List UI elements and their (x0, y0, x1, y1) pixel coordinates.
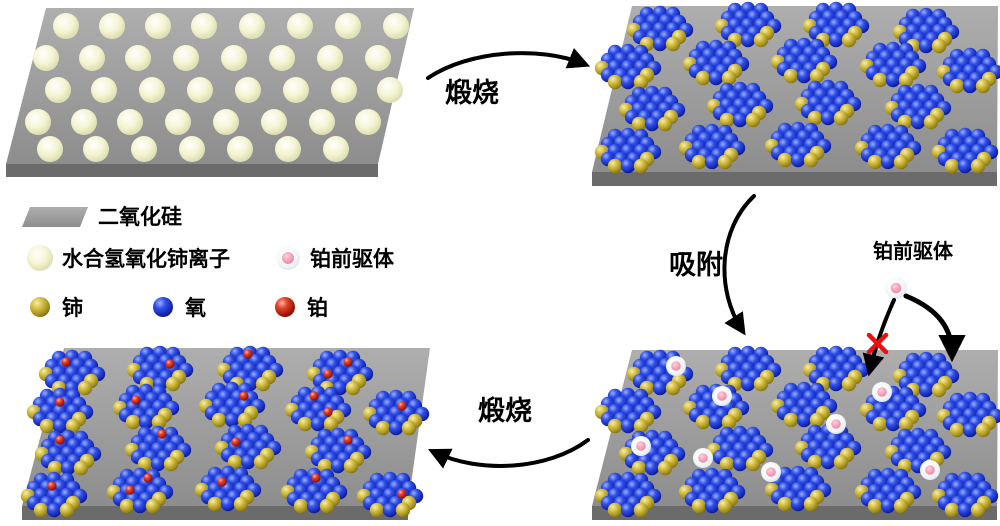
legend: 二氧化硅 水合氢氧化铈离子 铂前驱体 铈 氧 铂 (22, 205, 395, 320)
legend-cerium-label: 铈 (62, 296, 83, 320)
ceria-clusters-with-platinum (20, 345, 430, 518)
precursor-to-cluster-arrow (903, 293, 966, 363)
silica-slab-front (592, 172, 997, 186)
legend-platinum-label: 铂 (307, 296, 328, 320)
legend-pt-precursor-label: 铂前驱体 (310, 247, 395, 271)
precursor-to-silica-arrow (862, 298, 896, 377)
ceria-clusters-with-precursor (594, 345, 1000, 518)
pt-precursor-annotation-label: 铂前驱体 (873, 239, 954, 263)
cerium-legend-icon (30, 297, 50, 317)
adsorption-arrow (722, 194, 756, 336)
pt-precursor-sphere (885, 277, 907, 299)
legend-oxygen-label: 氧 (185, 296, 206, 320)
calcination-label-top: 煅烧 (445, 77, 499, 108)
legend-silica-label: 二氧化硅 (98, 205, 182, 229)
silica-legend-swatch (22, 207, 88, 227)
forbidden-cross-icon (866, 332, 889, 355)
hydrated-ion-spheres (25, 13, 409, 162)
ceria-clusters (594, 1, 1000, 174)
calcination-arrow-bottom (428, 438, 590, 469)
calcination-label-bottom: 煅烧 (478, 395, 532, 426)
silica-slab-front (6, 164, 378, 177)
hydrated-ion-legend-icon (27, 245, 53, 271)
oxygen-legend-icon (153, 297, 173, 317)
legend-hydrated-ion-label: 水合氢氧化铈离子 (62, 247, 230, 271)
adsorption-label: 吸附 (669, 250, 723, 280)
platinum-legend-icon (275, 297, 295, 317)
calcination-arrow-top (426, 47, 591, 80)
pt-precursor-legend-icon-core (282, 252, 294, 264)
